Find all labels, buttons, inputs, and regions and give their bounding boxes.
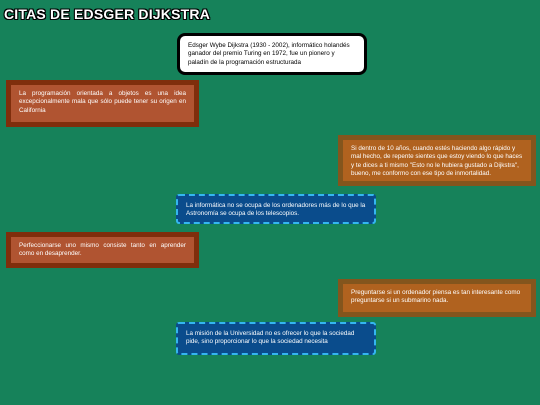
quote-box-unlearning: Perfeccionarse uno mismo consiste tanto … (6, 232, 199, 268)
quote-box-oop: La programación orientada a objetos es u… (6, 80, 199, 127)
page-title: CITAS DE EDSGER DIJKSTRA (4, 6, 211, 22)
quote-box-university: La misión de la Universidad no es ofrece… (176, 322, 376, 355)
quote-box-submarine: Preguntarse si un ordenador piensa es ta… (338, 279, 536, 317)
quote-box-immortality: Si dentro de 10 años, cuando estés hacie… (338, 135, 536, 186)
bio-box: Edsger Wybe Dijkstra (1930 - 2002), info… (177, 33, 367, 75)
quote-box-astronomy: La informática no se ocupa de los ordena… (176, 194, 376, 224)
